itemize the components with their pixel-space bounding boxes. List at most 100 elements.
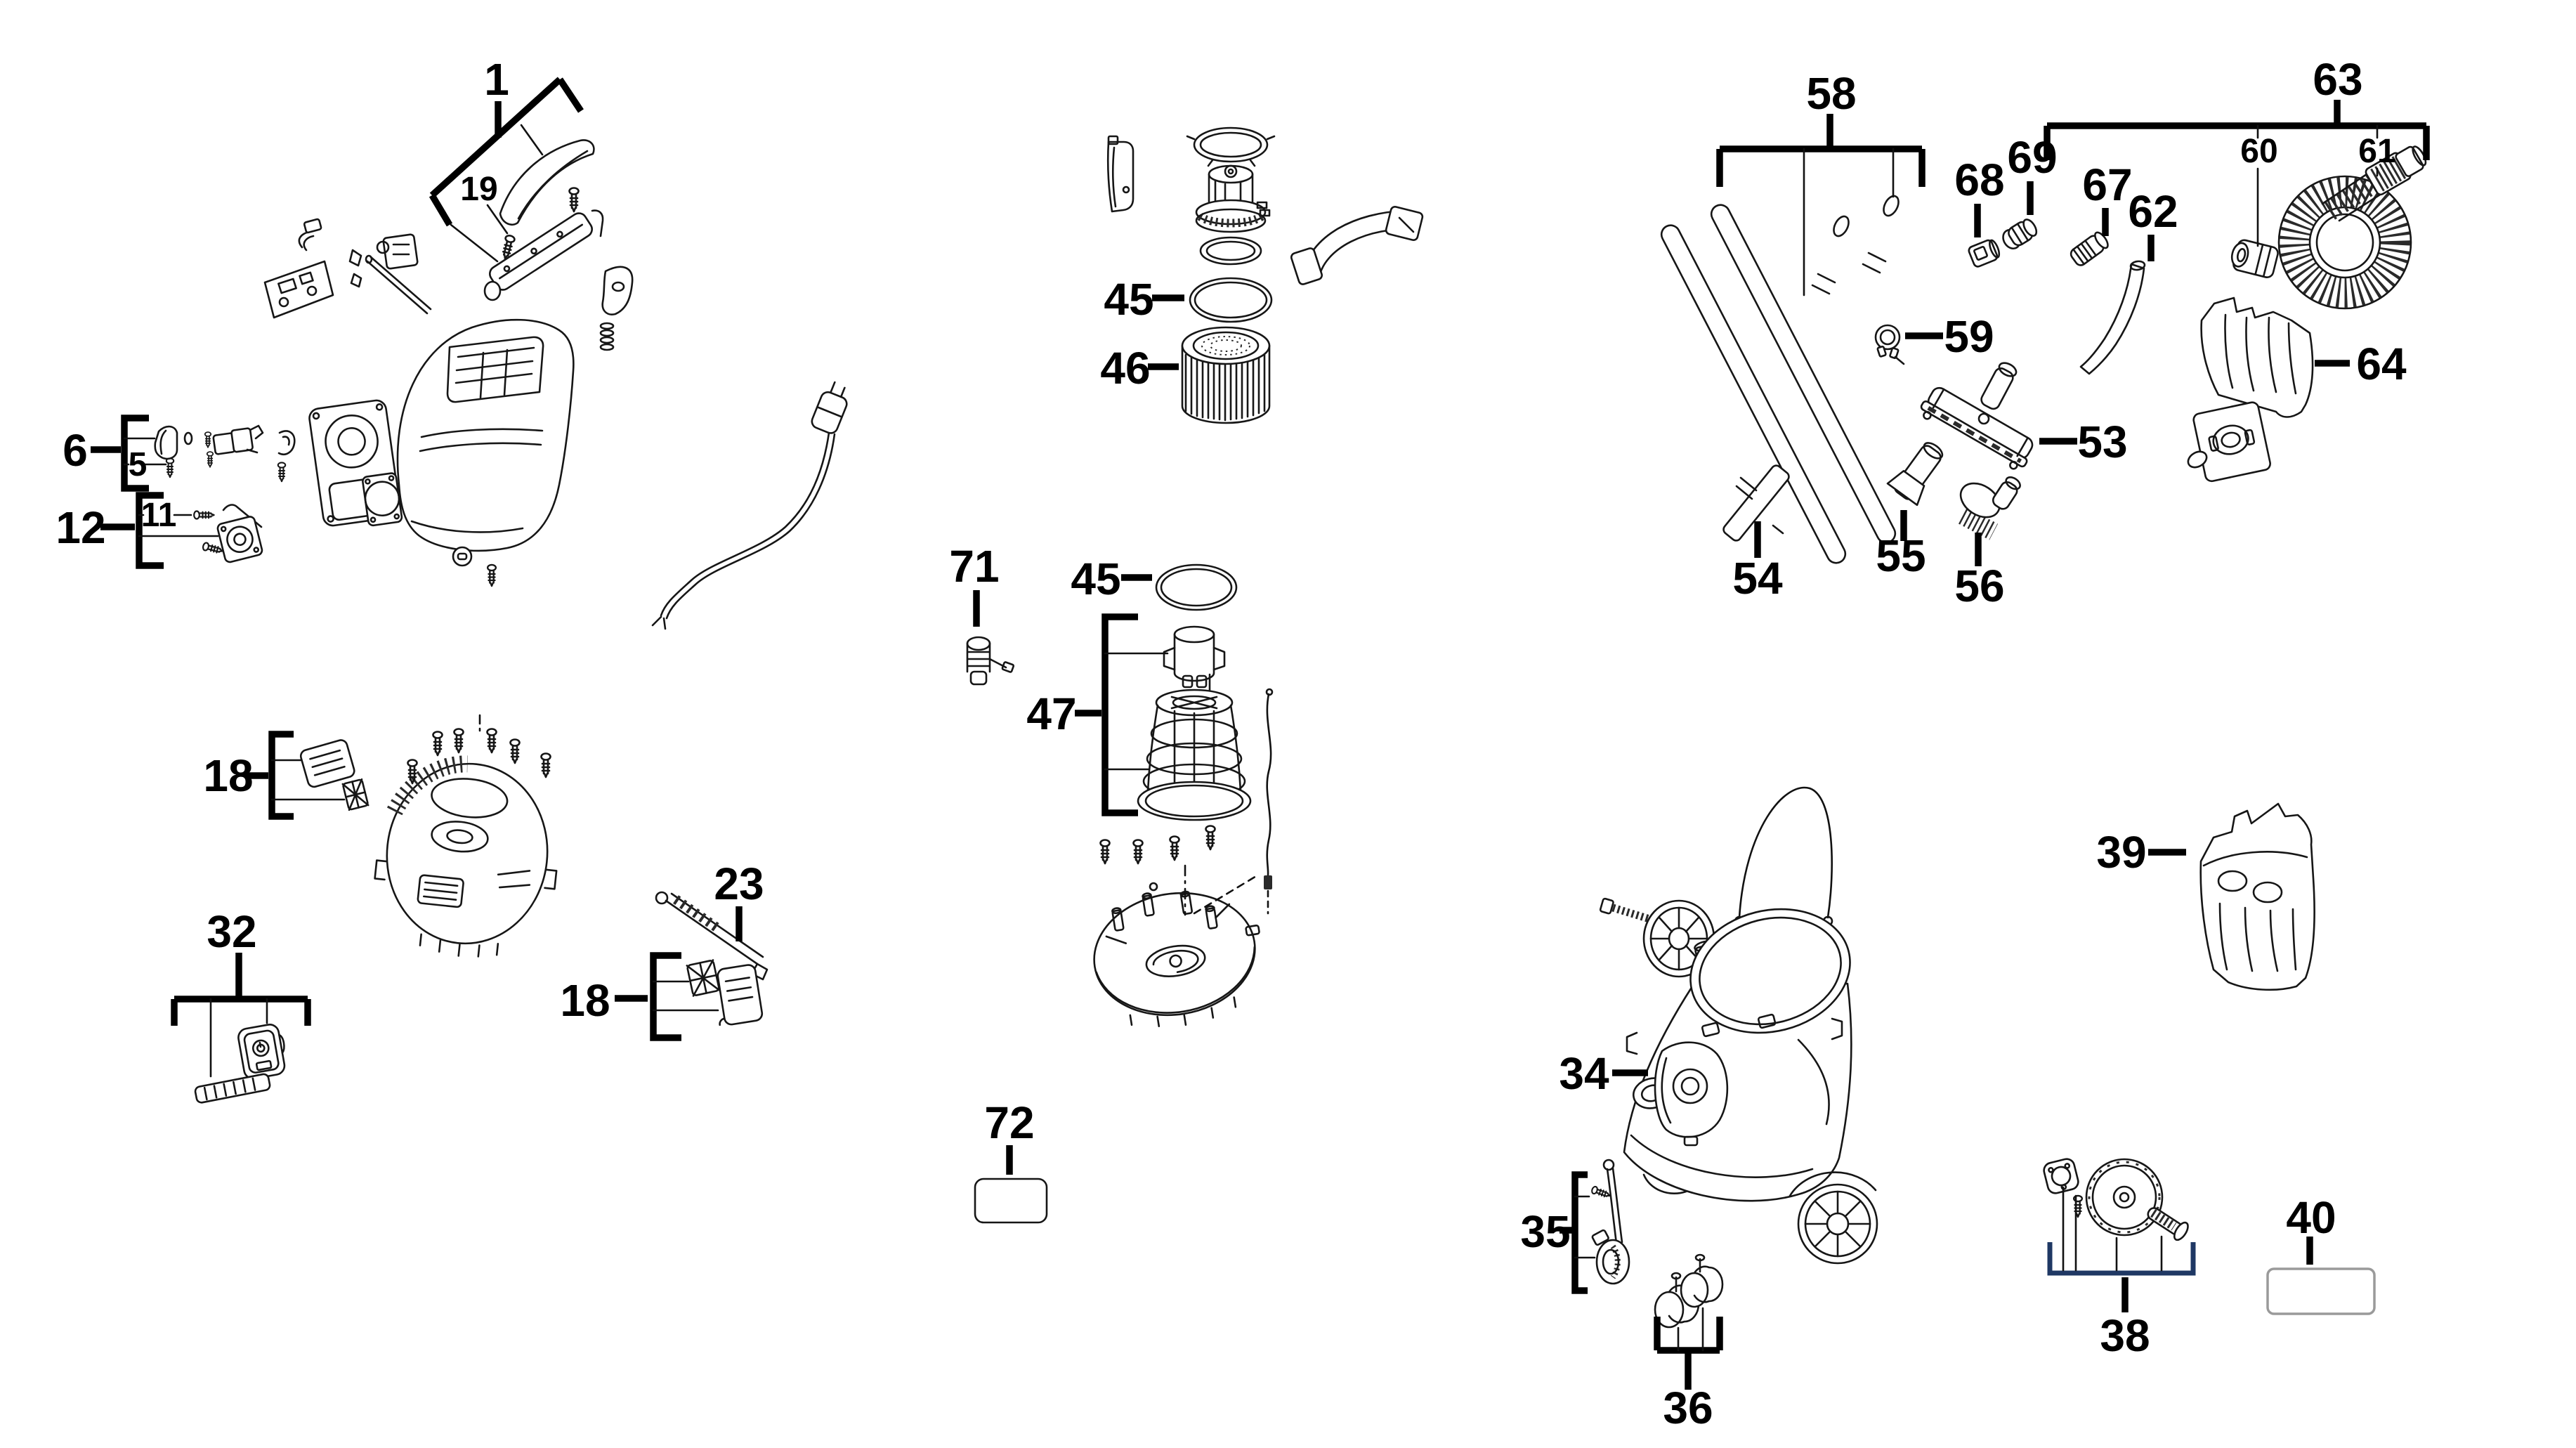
part-handle-rest-wedge [601, 266, 634, 315]
part-base-platter [1093, 890, 1260, 1028]
callout-39: 39 [2096, 827, 2146, 878]
part-motor-head-housing [396, 318, 575, 587]
part-dust-bag [2187, 296, 2314, 483]
part-washer-small [1149, 882, 1158, 892]
part-handle-bracket [483, 209, 604, 301]
callout-72: 72 [984, 1097, 1034, 1148]
part-spring [599, 322, 615, 351]
part-bail-handle [1734, 786, 1833, 927]
part-motor-seal-inner [1205, 240, 1256, 261]
callout-45-lower: 45 [1071, 554, 1120, 604]
screw-11 [193, 510, 215, 520]
callout-6: 6 [63, 425, 88, 476]
leader-dashed [1193, 874, 1259, 915]
callout-5: 5 [129, 446, 148, 483]
callout-54: 54 [1732, 553, 1783, 604]
part-brush-nozzle [1958, 476, 2021, 540]
part-bent-nozzle-62 [2079, 260, 2146, 375]
part-float-cup [1163, 625, 1226, 701]
part-cartridge-filter [1181, 326, 1271, 424]
part-drain-cap-assembly [1590, 1159, 1630, 1285]
part-drain-valve [966, 636, 1015, 686]
part-crevice-tool [1722, 464, 1790, 542]
screw-5 [165, 457, 175, 478]
callout-61: 61 [2358, 133, 2395, 170]
part-rear-wheel-kit [2043, 1158, 2189, 1241]
part-keypad-strip [194, 1073, 271, 1104]
part-tank [1623, 908, 1878, 1265]
callout-62: 62 [2128, 186, 2178, 237]
part-inlet-plate [201, 504, 263, 563]
callout-47: 47 [1026, 689, 1076, 739]
screw-6b [277, 462, 287, 483]
part-circuit-breaker [376, 233, 419, 270]
part-inlet-deflector [1654, 1041, 1729, 1147]
part-hose-assembly [2230, 145, 2427, 310]
part-floor-nozzle [1920, 362, 2034, 470]
part-knob [154, 425, 178, 460]
part-clamp [277, 430, 296, 456]
part-rod [365, 254, 432, 315]
callout-56: 56 [1954, 561, 2004, 611]
callout-63: 63 [2313, 54, 2362, 105]
callout-18-top: 18 [203, 750, 253, 801]
part-accessory-caddy [2199, 802, 2315, 991]
part-label-72 [974, 1178, 1048, 1224]
part-extension-wands [1660, 195, 1900, 564]
part-switch-assembly [204, 424, 264, 468]
callout-19: 19 [460, 171, 497, 208]
screw-handle [568, 187, 580, 213]
part-switch-module [237, 1024, 286, 1080]
part-squeegee [655, 891, 769, 981]
callout-38: 38 [2100, 1310, 2150, 1361]
callout-18-bottom: 18 [560, 975, 610, 1026]
callout-71: 71 [949, 541, 999, 592]
callout-40: 40 [2286, 1192, 2336, 1243]
part-handle-band [1290, 206, 1424, 285]
callout-45-upper: 45 [1104, 274, 1153, 325]
callout-59: 59 [1944, 311, 1994, 362]
callout-34: 34 [1559, 1048, 1609, 1099]
part-utility-nozzle [1886, 442, 1944, 507]
callout-67: 67 [2082, 159, 2132, 210]
callout-11: 11 [141, 497, 177, 534]
hose-cuff-60 [2230, 239, 2279, 278]
part-louver-cover-bottom [717, 964, 764, 1026]
screw-row-tank-head [1099, 825, 1216, 865]
part-filter-frame-top [341, 778, 370, 811]
callout-46: 46 [1100, 343, 1150, 393]
part-small-bracket [348, 249, 362, 288]
part-hose-clamp [1874, 324, 1905, 365]
part-base-drum [374, 755, 558, 958]
part-elbow-adapter-69 [2002, 218, 2038, 250]
part-oring-small [183, 431, 193, 445]
callout-labels: 1 19 6 5 12 11 18 32 23 18 45 46 45 47 7… [55, 54, 2407, 1433]
callout-36: 36 [1663, 1383, 1713, 1433]
part-adapter-68 [1968, 239, 2001, 268]
part-vacuum-motor [1195, 164, 1271, 233]
callout-58: 58 [1806, 68, 1856, 119]
part-power-cord [651, 381, 848, 630]
callout-64: 64 [2356, 339, 2407, 389]
callout-lines [91, 77, 2430, 1390]
part-casters [1654, 1253, 1724, 1329]
part-louver-cover-top [299, 739, 355, 788]
part-threaded-adapter-67 [2070, 231, 2109, 266]
part-handle-grip [499, 139, 595, 226]
callout-69: 69 [2007, 132, 2057, 183]
callout-60: 60 [2240, 133, 2277, 170]
callout-68: 68 [1954, 155, 2004, 205]
part-motor-gasket [1186, 126, 1276, 167]
part-label-40 [2266, 1267, 2376, 1315]
part-circuit-board [263, 218, 334, 319]
part-float-cage [1137, 689, 1252, 821]
callout-32: 32 [207, 906, 256, 957]
callout-55: 55 [1876, 530, 1926, 581]
part-oring-upper [1189, 277, 1273, 323]
callout-1: 1 [484, 54, 509, 105]
callout-23: 23 [714, 859, 764, 909]
part-motor-cover-plate [308, 399, 403, 527]
part-oring-lower [1155, 563, 1238, 611]
part-filter-frame-bottom [686, 959, 721, 997]
